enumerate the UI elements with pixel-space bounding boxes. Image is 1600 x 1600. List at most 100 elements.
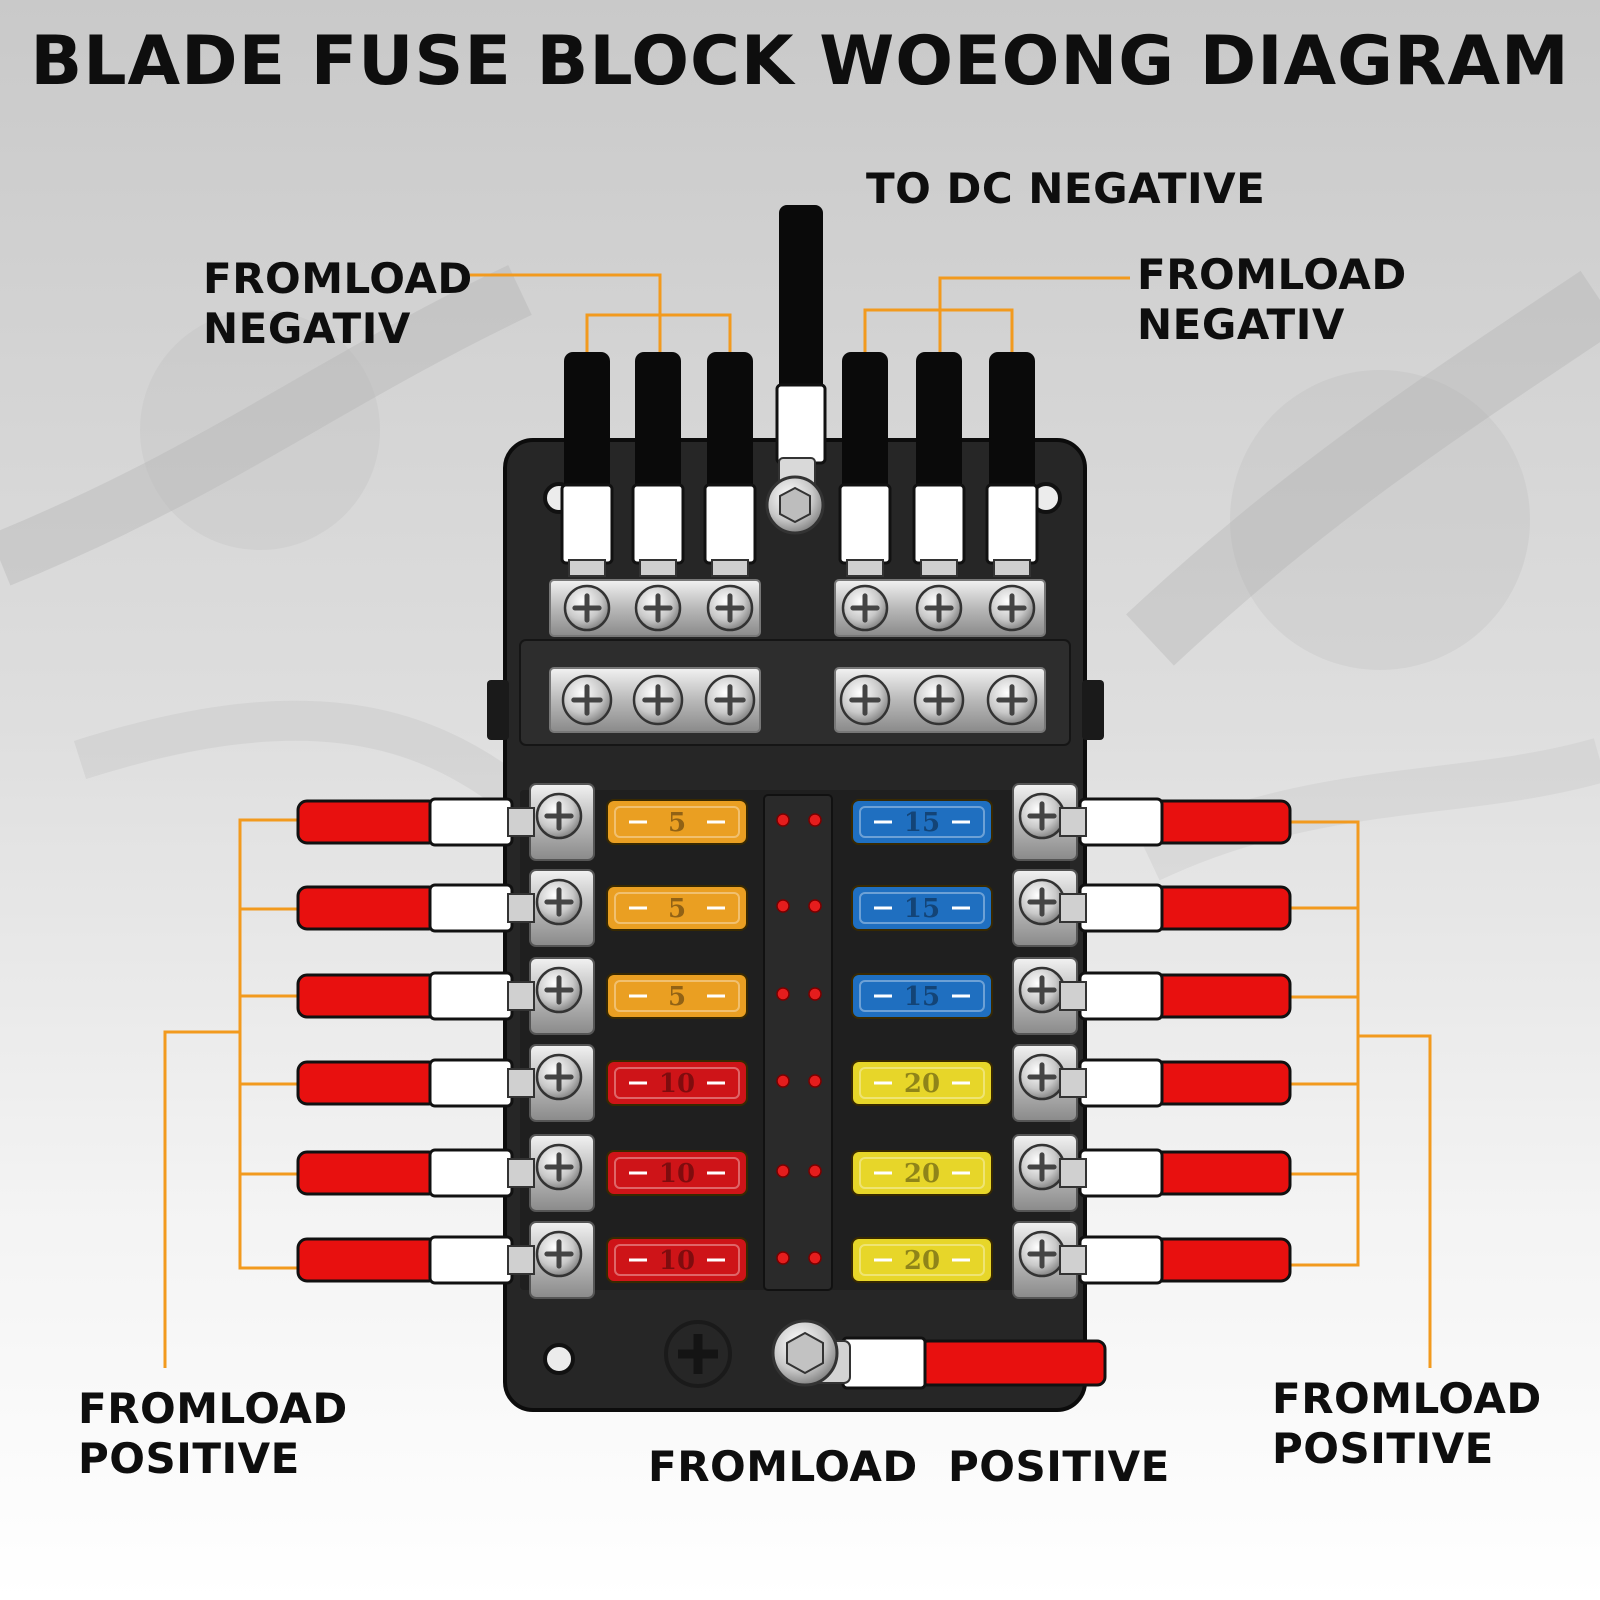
main-positive-wire <box>771 1319 1107 1390</box>
indicator-led <box>776 1164 790 1178</box>
positive-terminal <box>1012 783 1078 861</box>
positive-terminal <box>529 869 595 947</box>
positive-symbol <box>664 1320 732 1388</box>
fuse-rating: 15 <box>904 808 940 838</box>
blade-fuse: 15 <box>851 799 993 845</box>
fuse-rating: 10 <box>659 1069 695 1099</box>
positive-wire-right <box>1059 1235 1292 1285</box>
positive-terminal <box>1012 1044 1078 1122</box>
blade-fuse: 5 <box>606 799 748 845</box>
screw-icon <box>913 674 965 726</box>
screw-icon <box>1018 878 1066 926</box>
negative-screws <box>561 584 1038 726</box>
blade-fuse: 10 <box>606 1150 748 1196</box>
fuse-rating: 10 <box>659 1246 695 1276</box>
leader-lines <box>163 273 1432 1368</box>
indicator-led <box>776 987 790 1001</box>
blade-fuse: 20 <box>851 1150 993 1196</box>
positive-wire-right <box>1059 1058 1292 1108</box>
label-to-dc-negative: TO DC NEGATIVE <box>866 164 1266 213</box>
blade-fuse: 10 <box>606 1060 748 1106</box>
label-line: FROMLOAD <box>1272 1374 1542 1423</box>
positive-wire-left <box>296 797 535 847</box>
indicator-led <box>776 1251 790 1265</box>
indicator-led <box>776 1074 790 1088</box>
positive-terminal <box>529 1221 595 1299</box>
screw-icon <box>1018 1053 1066 1101</box>
indicator-leds <box>776 813 822 1265</box>
positive-terminal <box>529 1134 595 1212</box>
screw-icon <box>839 674 891 726</box>
indicator-led <box>808 987 822 1001</box>
label-line: FROMLOAD <box>203 254 473 303</box>
indicator-led <box>808 899 822 913</box>
positive-wire-right <box>1059 971 1292 1021</box>
indicator-led <box>776 899 790 913</box>
negative-wire <box>703 352 757 577</box>
label-line: FROMLOAD <box>1137 250 1407 299</box>
dc-negative-wire <box>765 205 827 535</box>
screw-icon <box>535 1230 583 1278</box>
positive-wire-right <box>1059 1148 1292 1198</box>
screw-icon <box>1018 966 1066 1014</box>
label-line: POSITIVE <box>1272 1423 1494 1473</box>
blade-fuse: 5 <box>606 885 748 931</box>
positive-wire-left <box>296 883 535 933</box>
fuse-rating: 5 <box>668 982 686 1012</box>
positive-terminals <box>529 783 1078 1299</box>
negative-wire <box>838 352 892 577</box>
label-line: NEGATIV <box>1137 299 1345 349</box>
label-fromload-negative-left: FROMLOAD NEGATIV <box>203 254 473 353</box>
screw-icon <box>535 792 583 840</box>
screw-icon <box>563 584 611 632</box>
blade-fuse: 20 <box>851 1060 993 1106</box>
negative-wire <box>912 352 966 577</box>
fuse-rating: 20 <box>904 1069 940 1099</box>
screw-icon <box>988 584 1036 632</box>
blade-fuse: 5 <box>606 973 748 1019</box>
fuse-rating: 5 <box>668 808 686 838</box>
blade-fuse: 10 <box>606 1237 748 1283</box>
label-line: NEGATIV <box>203 303 411 353</box>
indicator-led <box>808 813 822 827</box>
screw-icon <box>561 674 613 726</box>
blade-fuse: 15 <box>851 885 993 931</box>
indicator-led <box>808 1164 822 1178</box>
negative-wires <box>560 352 1039 577</box>
screw-icon <box>986 674 1038 726</box>
screw-icon <box>1018 1143 1066 1191</box>
screw-icon <box>535 878 583 926</box>
fuse-rating: 15 <box>904 894 940 924</box>
diagram-title: BLADE FUSE BLOCK WOEONG DIAGRAM <box>30 22 1570 101</box>
positive-wire-right <box>1059 883 1292 933</box>
positive-wire-left <box>296 1148 535 1198</box>
label-line: POSITIVE <box>78 1433 300 1483</box>
fuse-rating: 10 <box>659 1159 695 1189</box>
screw-icon <box>535 966 583 1014</box>
indicator-led <box>776 813 790 827</box>
blade-fuse: 15 <box>851 973 993 1019</box>
positive-terminal <box>529 1044 595 1122</box>
positive-wires <box>296 797 1292 1285</box>
fuse-rating: 20 <box>904 1159 940 1189</box>
screw-icon <box>841 584 889 632</box>
positive-terminal <box>1012 957 1078 1035</box>
label-fromload-positive-left: FROMLOAD POSITIVE <box>78 1384 348 1483</box>
fuse-rating: 15 <box>904 982 940 1012</box>
label-line: FROMLOAD <box>78 1384 348 1433</box>
fuse-rating: 20 <box>904 1246 940 1276</box>
positive-wire-left <box>296 1235 535 1285</box>
indicator-led <box>808 1074 822 1088</box>
screw-icon <box>535 1143 583 1191</box>
screw-icon <box>1018 792 1066 840</box>
screw-icon <box>632 674 684 726</box>
screw-icon <box>704 674 756 726</box>
positive-terminal <box>1012 1134 1078 1212</box>
positive-terminal <box>529 783 595 861</box>
positive-wire-right <box>1059 797 1292 847</box>
indicator-led <box>808 1251 822 1265</box>
positive-terminal <box>529 957 595 1035</box>
label-fromload-positive-bottom: FROMLOAD POSITIVE <box>648 1442 1170 1491</box>
negative-wire <box>985 352 1039 577</box>
